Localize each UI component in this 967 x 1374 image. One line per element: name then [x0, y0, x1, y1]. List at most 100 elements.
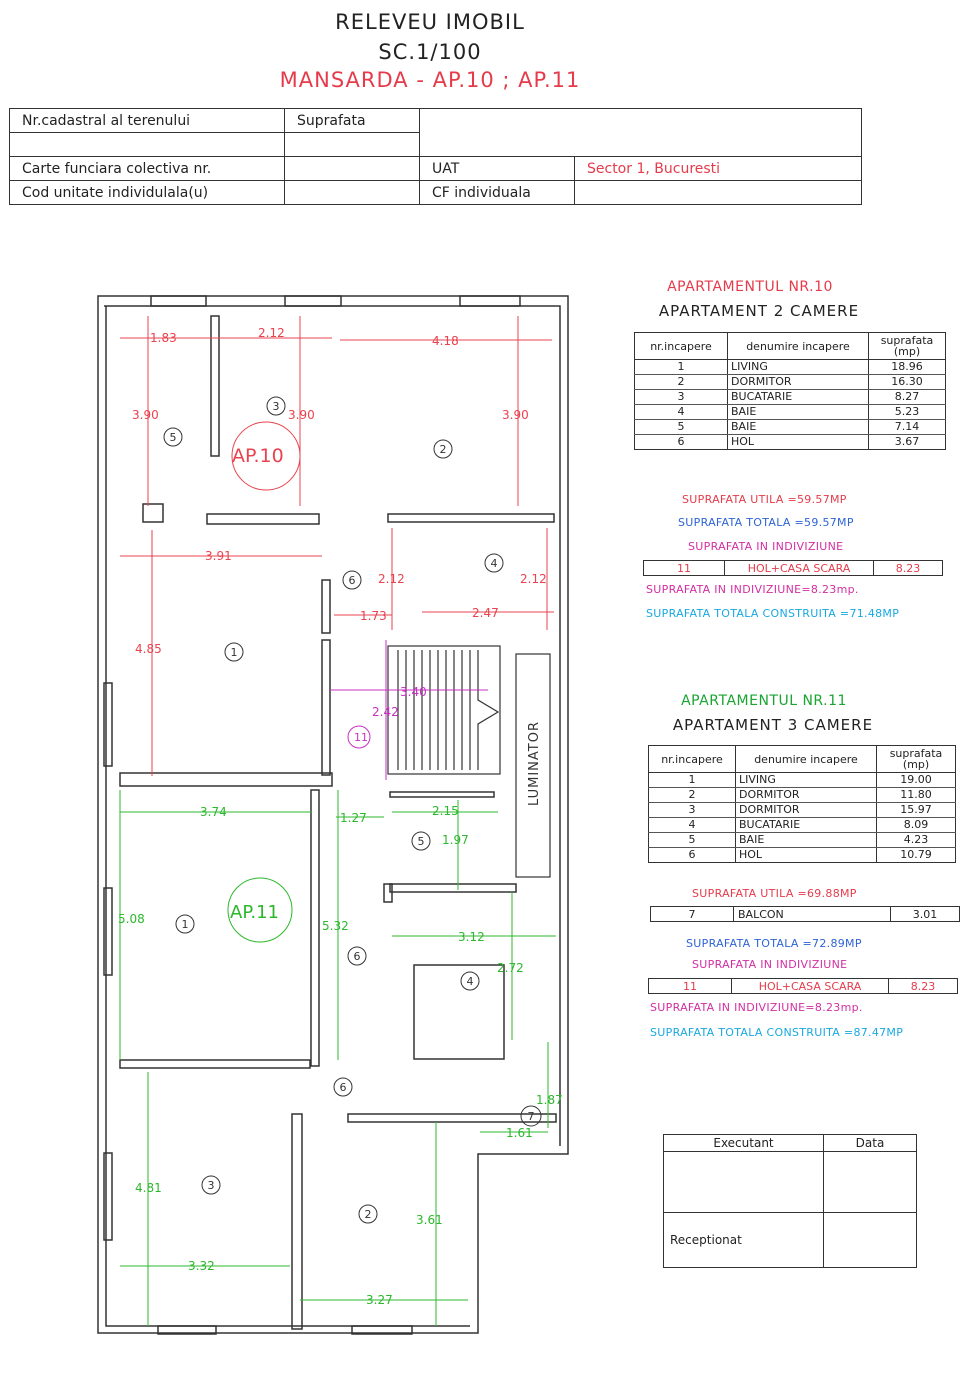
dim-label: 2.47	[472, 606, 499, 620]
cf-individuala-label: CF individuala	[419, 180, 575, 205]
ap11-totala: SUPRAFATA TOTALA =72.89MP	[686, 937, 862, 950]
room-marker	[460, 971, 480, 991]
ap11-dimensions	[119, 790, 556, 1326]
wall-partition	[387, 513, 555, 523]
col-header: nr.incapere	[648, 745, 736, 773]
window	[150, 295, 207, 307]
dim-label: 3.27	[366, 1293, 393, 1307]
dim-label: 3.12	[458, 930, 485, 944]
ap11-balcon-row: 7 BALCON 3.01	[650, 906, 960, 922]
room-number: 1	[231, 646, 238, 659]
dim-label: 3.32	[188, 1259, 215, 1273]
ap10-construita: SUPRAFATA TOTALA CONSTRUITA =71.48MP	[646, 607, 900, 620]
room-number: 3	[208, 1179, 215, 1192]
executant-label: Executant	[663, 1134, 824, 1152]
common-dim-labels: 3.40 2.42 11	[354, 685, 427, 744]
dim-label: 4.18	[432, 334, 459, 348]
dim-label: 1.87	[536, 1093, 563, 1107]
room-number: 6	[354, 950, 361, 963]
ap10-marker-circle	[231, 421, 301, 491]
suprafata-label: Suprafata	[284, 108, 420, 133]
ap11-utila: SUPRAFATA UTILA =69.88MP	[692, 887, 857, 900]
col-header: denumire incapere	[735, 745, 877, 773]
dim-label: 1.73	[360, 609, 387, 623]
ap11-dim-labels: 3.74 1.27 2.15 1.97 5.08 5.32 3.12 2.72 …	[118, 804, 563, 1307]
room-number: 11	[354, 731, 368, 744]
dim-label: 2.72	[497, 961, 524, 975]
drawing-subtitle: MANSARDA - AP.10 ; AP.11	[279, 68, 581, 92]
window	[284, 295, 342, 307]
cod-unitate-label: Cod unitate individulala(u)	[9, 180, 285, 205]
ap10-dimensions	[120, 316, 554, 776]
stair-landing	[477, 650, 500, 770]
window	[351, 1325, 413, 1335]
wall-partition	[383, 883, 393, 903]
stair-well	[387, 645, 501, 775]
room-marker	[266, 396, 286, 416]
dim-label: 4.81	[135, 1181, 162, 1195]
receptionat-label: Receptionat	[663, 1212, 824, 1268]
cod-unitate-value	[284, 180, 420, 205]
col-header: suprafata(mp)	[868, 332, 946, 360]
room-marker	[484, 553, 504, 573]
wall-partition	[389, 791, 495, 798]
ap11-indiviziune-text: SUPRAFATA IN INDIVIZIUNE=8.23mp.	[650, 1001, 863, 1014]
signature-table: Executant Data Receptionat	[663, 1134, 917, 1268]
ap11-marker-circle	[227, 877, 293, 943]
dim-line	[120, 337, 552, 341]
room-marker	[163, 427, 183, 447]
room-number: 4	[467, 975, 474, 988]
window	[157, 1325, 217, 1335]
room-marker	[411, 831, 431, 851]
window	[103, 1152, 113, 1241]
room-markers	[163, 396, 542, 1224]
wall-partition	[291, 1113, 303, 1330]
dim-label: 5.32	[322, 919, 349, 933]
stair-treads	[397, 650, 471, 770]
dim-label: 1.27	[340, 811, 367, 825]
ap10-utila: SUPRAFATA UTILA =59.57MP	[682, 493, 847, 506]
receptionat-cell	[823, 1212, 917, 1268]
room-number: 6	[340, 1081, 347, 1094]
wall-partition	[389, 883, 517, 893]
wall-partition	[321, 639, 331, 776]
dim-label: 2.12	[520, 572, 547, 586]
ap10-indiviziune-heading: SUPRAFATA IN INDIVIZIUNE	[688, 540, 844, 553]
dim-line	[120, 811, 498, 818]
dim-line	[480, 1042, 549, 1133]
wall-partition	[119, 1059, 311, 1069]
room-number: 5	[170, 431, 177, 444]
outer-wall-outline	[97, 295, 569, 1334]
wall-partition	[210, 315, 220, 457]
room-marker	[333, 1077, 353, 1097]
ap11-construita: SUPRAFATA TOTALA CONSTRUITA =87.47MP	[650, 1026, 904, 1039]
room-number: 3	[273, 400, 280, 413]
room-number: 7	[528, 1110, 535, 1123]
drawing-title: RELEVEU IMOBIL	[335, 10, 525, 34]
wall-partition	[206, 513, 320, 525]
dim-line	[120, 1265, 468, 1301]
carte-funciara-label: Carte funciara colectiva nr.	[9, 156, 285, 181]
col-header: denumire incapere	[727, 332, 869, 360]
room-marker-11	[347, 725, 371, 749]
inner-wall-line	[104, 305, 561, 1146]
room-number: 5	[418, 835, 425, 848]
window	[103, 887, 113, 976]
drawing-scale: SC.1/100	[378, 40, 482, 64]
room-marker	[520, 1105, 542, 1127]
dim-line	[334, 611, 554, 616]
wall-partition	[347, 1113, 557, 1123]
dim-label: 3.90	[288, 408, 315, 422]
dim-line	[119, 790, 339, 1060]
dim-label: 2.15	[432, 804, 459, 818]
ap11-rooms-table: nr.incapere denumire incapere suprafata(…	[648, 745, 956, 863]
ap10-dim-labels: 1.83 2.12 4.18 3.90 3.90 3.90 3.91 2.12 …	[132, 326, 547, 656]
